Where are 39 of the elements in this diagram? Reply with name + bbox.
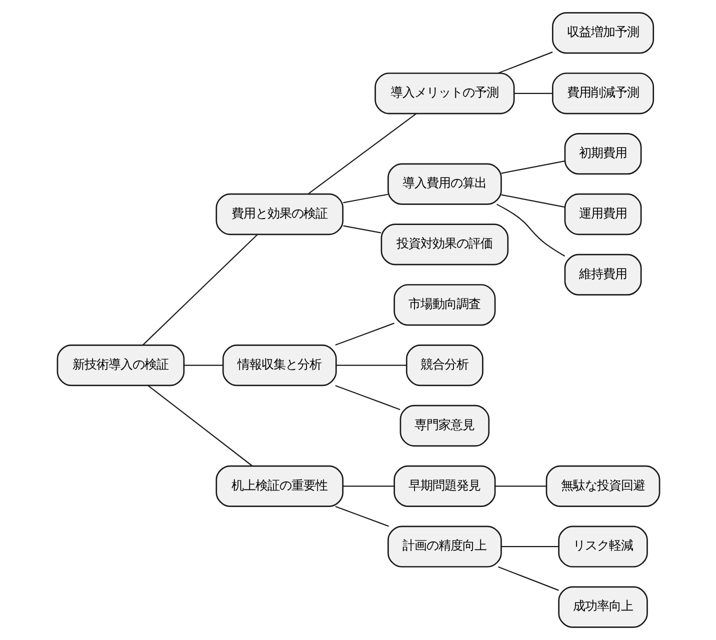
connector bbox=[334, 506, 388, 527]
node-box: 運用費用 bbox=[564, 193, 642, 236]
node-box: 投資対効果の評価 bbox=[380, 224, 508, 266]
node-box: リスク軽減 bbox=[558, 526, 648, 568]
node-box: 費用削減予測 bbox=[551, 72, 654, 114]
node-box: 費用と効果の検証 bbox=[215, 193, 343, 236]
connector bbox=[342, 194, 388, 204]
connector bbox=[498, 566, 558, 591]
node-box: 収益増加予測 bbox=[551, 12, 654, 54]
connector bbox=[498, 52, 552, 74]
node-box: 早期問題発見 bbox=[393, 465, 496, 507]
node-box: 導入費用の算出 bbox=[386, 163, 502, 205]
node-box: 新技術導入の検証 bbox=[56, 344, 184, 386]
node-box: 机上検証の重要性 bbox=[215, 465, 343, 507]
connector bbox=[500, 160, 564, 174]
node-box: 市場動向調査 bbox=[393, 284, 496, 326]
node-box: 無駄な投資回避 bbox=[545, 465, 660, 507]
connector bbox=[514, 92, 552, 94]
node-box: 導入メリットの予測 bbox=[374, 72, 514, 114]
node-box: 情報収集と分析 bbox=[222, 344, 336, 386]
node-box: 初期費用 bbox=[564, 133, 642, 175]
connector bbox=[336, 364, 406, 366]
connector bbox=[147, 385, 252, 466]
node-box: 成功率向上 bbox=[558, 586, 648, 628]
node-box: 計画の精度向上 bbox=[386, 526, 502, 568]
connector bbox=[334, 322, 394, 346]
connector bbox=[142, 234, 258, 346]
connector bbox=[500, 546, 558, 548]
connector bbox=[184, 364, 222, 366]
connector bbox=[500, 194, 564, 208]
node-box: 競合分析 bbox=[405, 344, 483, 386]
connector bbox=[342, 486, 394, 487]
node-box: 専門家意見 bbox=[399, 404, 490, 447]
connector bbox=[496, 204, 565, 257]
connector bbox=[334, 385, 400, 410]
connector bbox=[307, 113, 416, 194]
connector bbox=[342, 225, 381, 234]
node-box: 維持費用 bbox=[564, 254, 642, 296]
connector bbox=[494, 486, 546, 487]
